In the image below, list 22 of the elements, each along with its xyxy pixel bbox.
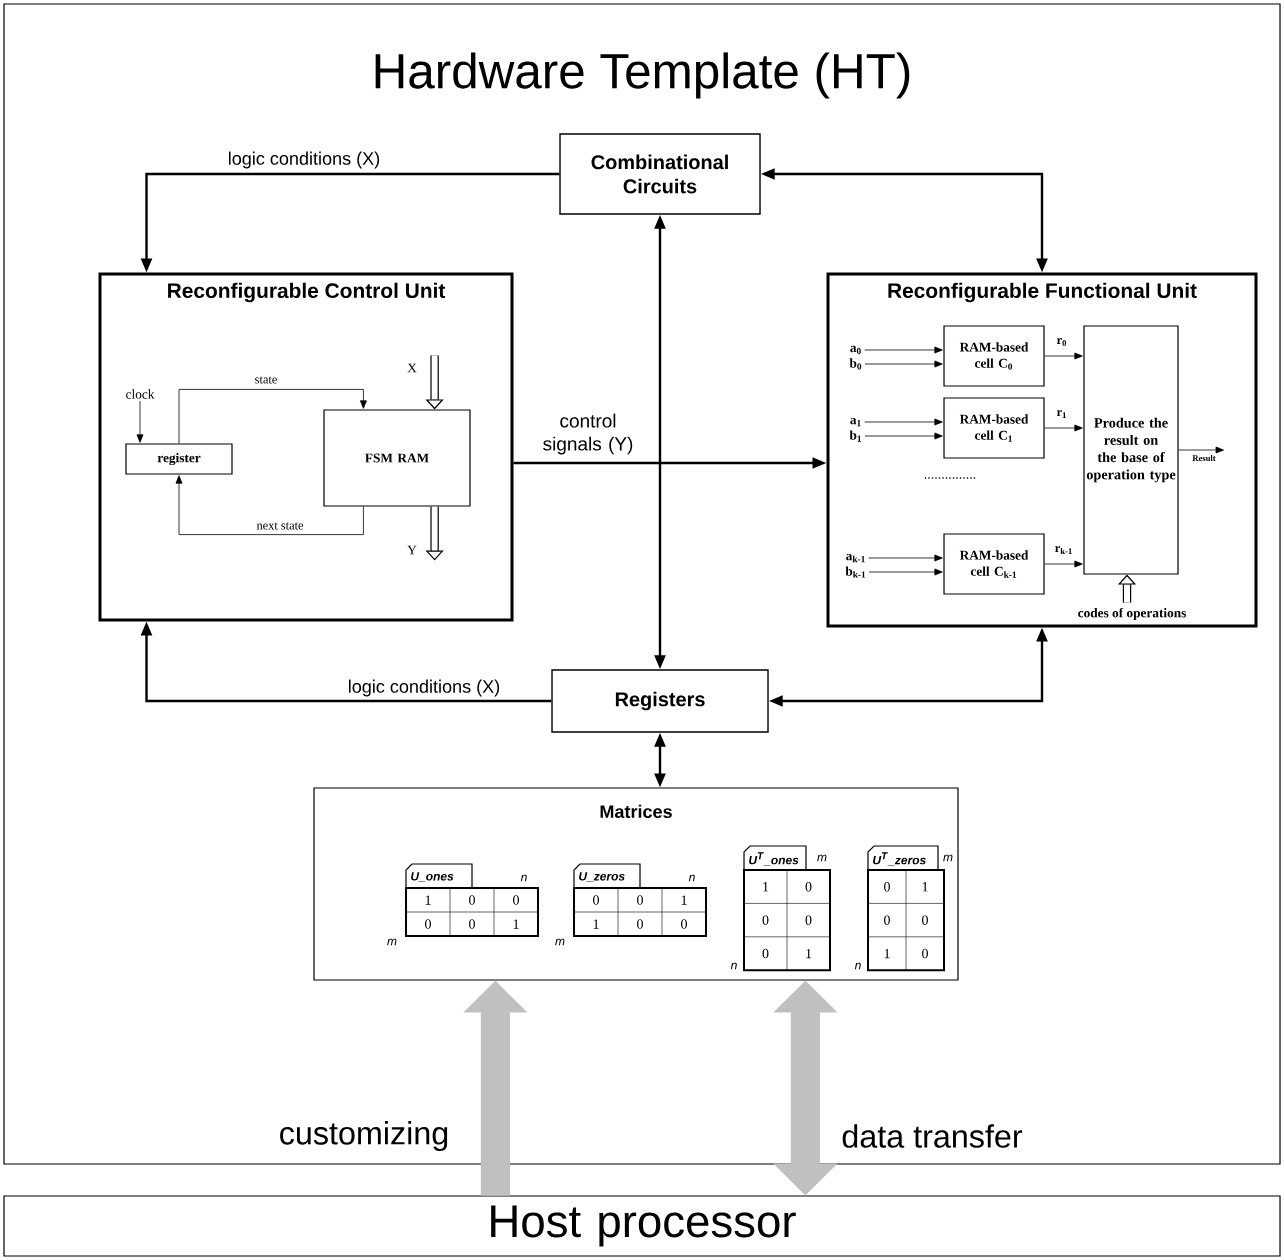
arrow <box>1178 446 1224 454</box>
block-arrow <box>773 980 838 1196</box>
host-processor-box: Host processor <box>3 1195 1281 1257</box>
edge-label: customizing <box>277 1119 451 1153</box>
arrow <box>1044 352 1083 360</box>
arrow <box>1044 424 1083 432</box>
edge-label: logic conditions (X) <box>346 678 502 698</box>
edge-label: control signals (Y) <box>525 412 651 456</box>
arrow <box>868 554 943 562</box>
arrow <box>864 418 943 426</box>
edge-label: logic conditions (X) <box>226 150 382 170</box>
arrow <box>136 400 144 443</box>
registers-box: Registers <box>551 669 769 733</box>
arrow <box>1044 560 1083 568</box>
arrow <box>178 389 367 444</box>
arrow <box>175 475 364 535</box>
edge-label: data transfer <box>840 1123 1024 1149</box>
arrow <box>864 432 943 440</box>
arrow <box>864 346 943 354</box>
circuit-box: Combinational Circuits <box>559 133 761 215</box>
arrow <box>868 568 943 576</box>
arrow <box>864 360 943 368</box>
